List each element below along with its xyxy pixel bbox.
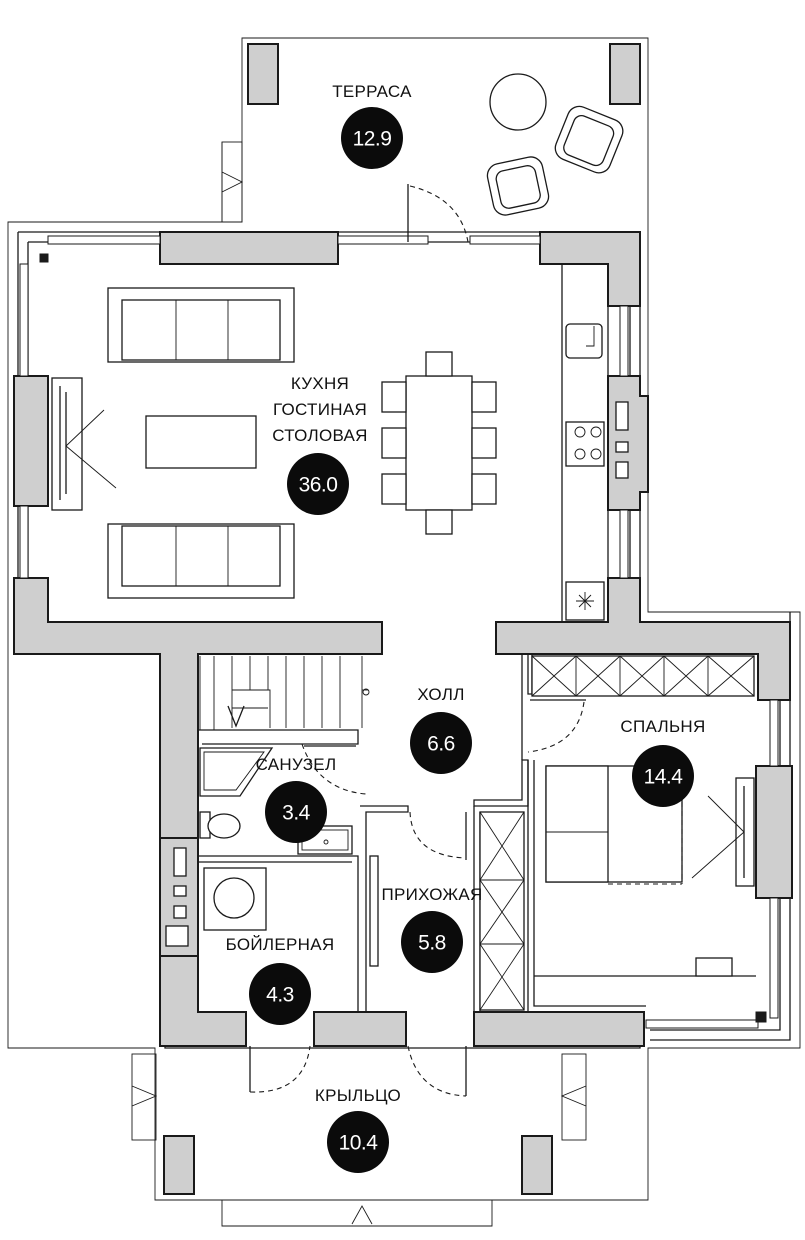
room-entry: ПРИХОЖАЯ 5.8 — [381, 885, 482, 973]
area-badge — [632, 745, 694, 807]
area-value: 12.9 — [353, 128, 392, 151]
area-value: 5.8 — [418, 932, 446, 955]
room-name-line-1: КУХНЯ — [291, 374, 349, 393]
area-badge — [327, 1111, 389, 1173]
area-value: 10.4 — [339, 1132, 379, 1155]
area-value: 14.4 — [644, 766, 684, 789]
windows — [19, 235, 779, 1029]
area-badge — [249, 963, 311, 1025]
boiler-equipment — [165, 847, 267, 947]
room-name: ХОЛЛ — [417, 685, 464, 704]
entry-fixtures — [369, 855, 379, 967]
room-bathroom: САНУЗЕЛ 3.4 — [256, 755, 337, 843]
area-badge — [401, 911, 463, 973]
terrace-furniture — [486, 73, 624, 216]
room-name: ТЕРРАСА — [332, 82, 412, 101]
area-value: 3.4 — [282, 802, 311, 825]
area-value: 36.0 — [299, 474, 338, 497]
doors — [249, 184, 586, 1097]
room-bedroom: СПАЛЬНЯ 14.4 — [620, 717, 705, 807]
area-badge — [265, 781, 327, 843]
area-value: 6.6 — [427, 733, 455, 756]
room-name: БОЙЛЕРНАЯ — [226, 935, 335, 954]
room-name: СПАЛЬНЯ — [620, 717, 705, 736]
kitchen-counter — [561, 264, 629, 622]
room-name: САНУЗЕЛ — [256, 755, 337, 774]
room-name: ПРИХОЖАЯ — [381, 885, 482, 904]
area-badge — [341, 107, 403, 169]
porch-details — [131, 141, 587, 1225]
area-badge — [287, 453, 349, 515]
room-name: КРЫЛЬЦО — [315, 1086, 401, 1105]
room-name-line-3: СТОЛОВАЯ — [272, 426, 368, 445]
room-name-line-2: ГОСТИНАЯ — [273, 400, 367, 419]
stairs — [199, 656, 370, 730]
room-terrace: ТЕРРАСА 12.9 — [332, 82, 412, 169]
wardrobe — [479, 655, 755, 1011]
room-kitchen-living-dining: КУХНЯ ГОСТИНАЯ СТОЛОВАЯ 36.0 — [272, 374, 368, 515]
room-boiler: БОЙЛЕРНАЯ 4.3 — [226, 935, 335, 1025]
area-badge — [410, 712, 472, 774]
room-porch: КРЫЛЬЦО 10.4 — [315, 1086, 401, 1173]
area-value: 4.3 — [266, 984, 294, 1007]
living-furniture — [51, 287, 497, 599]
room-hall: ХОЛЛ 6.6 — [410, 685, 472, 774]
